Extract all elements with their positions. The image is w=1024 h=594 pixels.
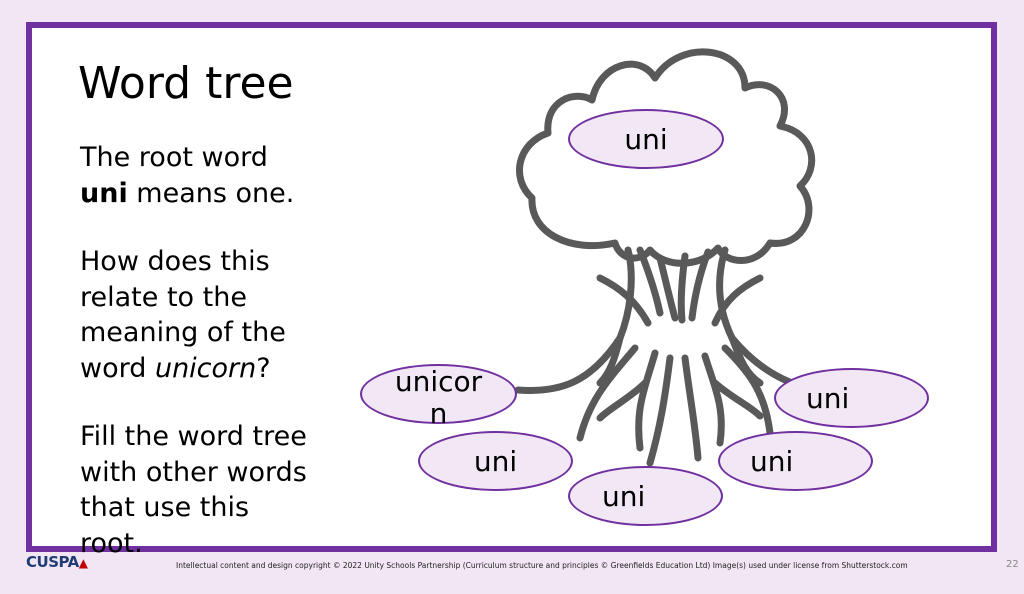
root-word-bold: uni [80,177,128,209]
task-paragraph: Fill the word tree with other words that… [80,421,307,559]
question-paragraph: How does this relate to the meaning of t… [80,244,310,386]
root-word-paragraph: The root word uni means one. [80,140,310,211]
oval-right-label: uni [806,381,850,415]
oval-top-label: uni [624,122,668,156]
oval-root-left[interactable]: unicorn [360,364,517,430]
copyright-text: Intellectual content and design copyrigh… [176,561,908,570]
slide-title: Word tree [78,58,294,109]
logo-swoosh-icon: ▲ [78,556,88,570]
oval-root-bottom-center[interactable]: uni [568,466,723,526]
cuspa-logo: CUSPA▲ [26,553,88,571]
oval-root-right[interactable]: uni [774,368,929,428]
page-number: 22 [1006,559,1019,570]
oval-root-lower-left[interactable]: uni [418,431,573,491]
oval-root-left-label: unicorn [394,365,483,430]
oval-lower-left-label: uni [473,444,518,478]
tree-canopy [515,48,816,267]
oval-bottom-center-label: uni [602,479,646,513]
para1-pre: The root word [80,142,268,173]
oval-top-root[interactable]: uni [568,109,724,169]
instructions-text: The root word uni means one. How does th… [80,140,310,594]
para2-post: ? [256,352,271,384]
oval-root-lower-right[interactable]: uni [718,431,873,491]
tree-illustration [514,48,834,467]
oval-lower-right-label: uni [750,444,794,478]
para2-pre: How does this relate to the meaning of t… [80,246,286,384]
logo-text: CUSPA [26,553,79,571]
para1-post: means one. [127,177,295,209]
unicorn-italic: unicorn [154,352,257,384]
